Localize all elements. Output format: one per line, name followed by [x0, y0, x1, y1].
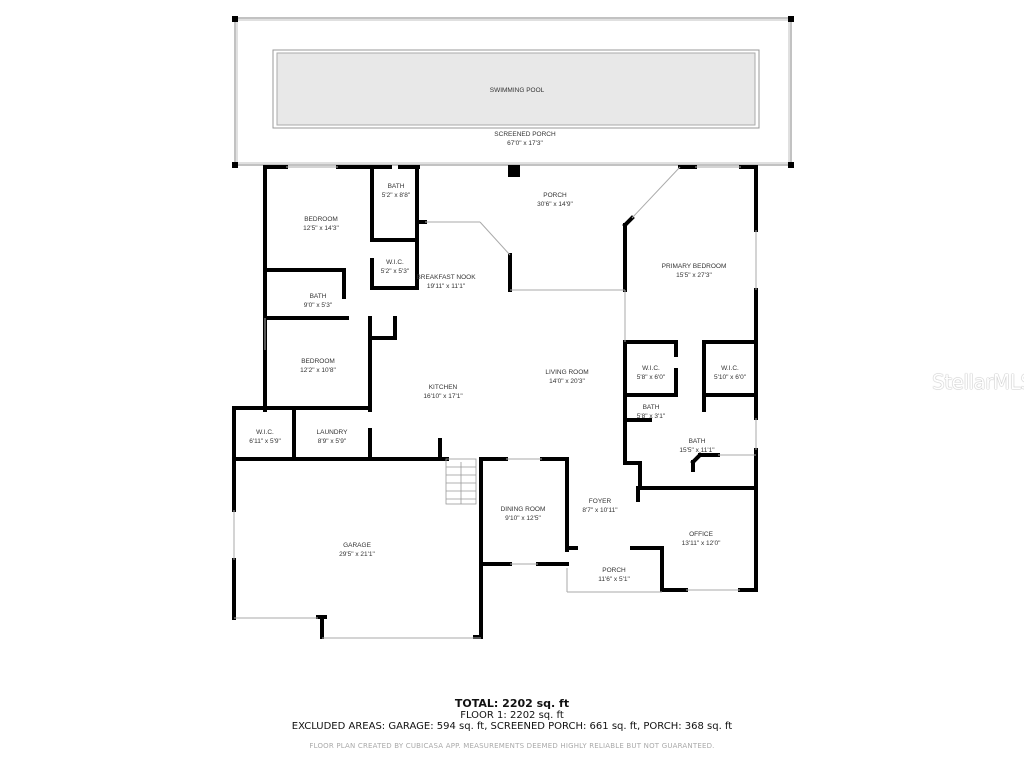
room-label-wic-3: W.I.C.5'10" x 6'0": [713, 365, 747, 381]
room-label-wic-2: W.I.C.5'8" x 6'0": [636, 365, 666, 381]
openings: [233, 166, 757, 639]
room-label-wic-1: W.I.C.5'2" x 5'3": [380, 259, 410, 275]
floor-area: FLOOR 1: 2202 sq. ft: [460, 710, 564, 721]
column: [508, 165, 520, 177]
excluded-areas: EXCLUDED AREAS: GARAGE: 594 sq. ft, SCRE…: [291, 721, 733, 732]
stairs: [445, 458, 477, 505]
total-area: TOTAL: 2202 sq. ft: [454, 697, 570, 710]
exterior-walls: [232, 165, 758, 639]
pool-label: SWIMMING POOL: [489, 87, 545, 94]
disclaimer: FLOOR PLAN CREATED BY CUBICASA APP. MEAS…: [309, 742, 715, 750]
watermark-logo: StellarMLS: [932, 370, 1024, 394]
swimming-pool: [272, 49, 760, 129]
room-label-wic-4: W.I.C.6'11" x 5'9": [249, 429, 281, 445]
